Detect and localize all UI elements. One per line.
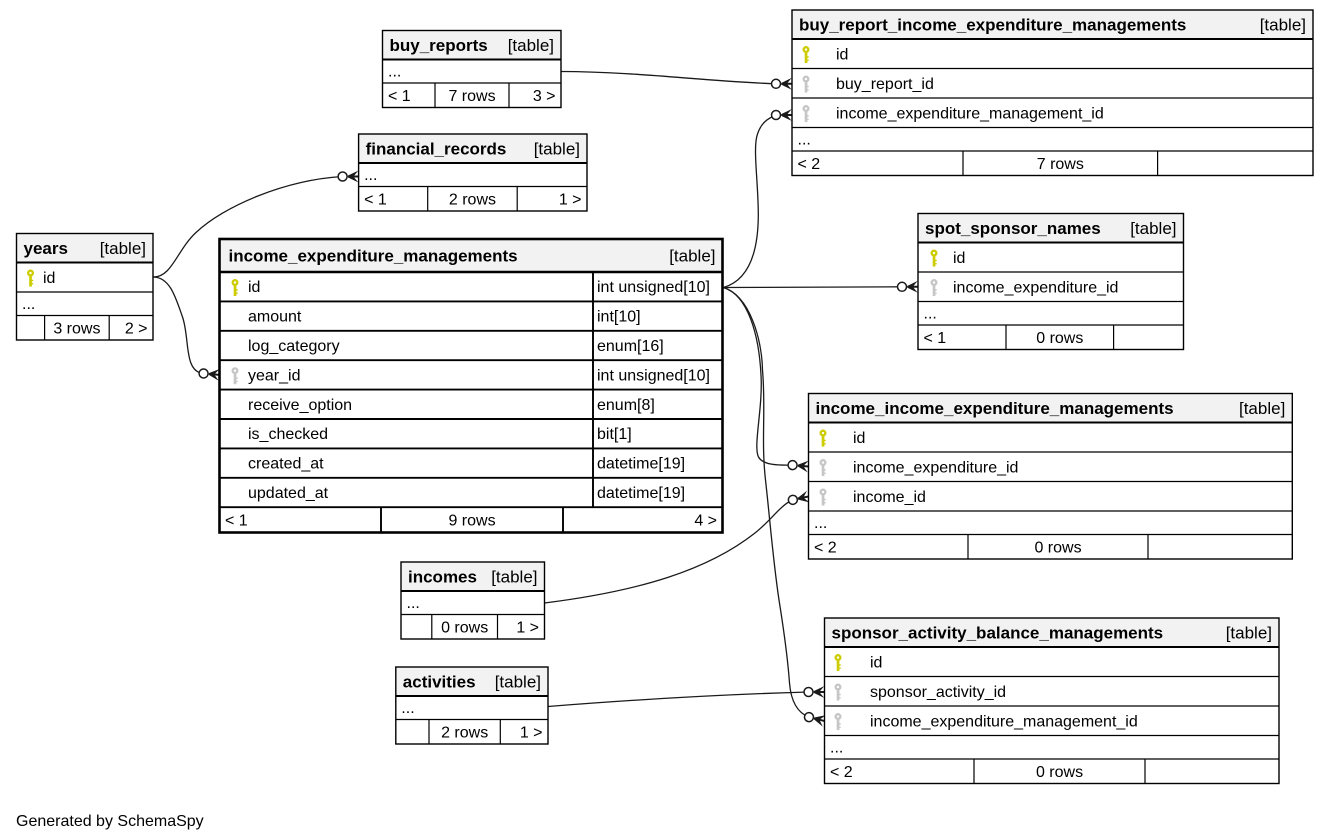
svg-text:[table]: [table] — [534, 140, 580, 159]
svg-text:< 1: < 1 — [225, 512, 248, 529]
svg-text:...: ... — [364, 167, 377, 184]
svg-text:buy_report_income_expenditure_: buy_report_income_expenditure_management… — [799, 16, 1186, 35]
svg-text:[table]: [table] — [508, 36, 554, 55]
svg-text:Generated by SchemaSpy: Generated by SchemaSpy — [16, 813, 204, 830]
svg-text:...: ... — [407, 595, 420, 612]
svg-text:[table]: [table] — [1130, 219, 1176, 238]
svg-text:[table]: [table] — [1226, 624, 1272, 643]
svg-text:income_id: income_id — [853, 489, 926, 506]
svg-text:income_expenditure_management_: income_expenditure_management_id — [836, 105, 1104, 122]
svg-text:log_category: log_category — [248, 338, 340, 355]
svg-text:[table]: [table] — [1239, 399, 1285, 418]
svg-text:income_expenditure_id: income_expenditure_id — [853, 459, 1018, 476]
svg-text:id: id — [853, 430, 865, 447]
svg-text:id: id — [870, 654, 882, 671]
svg-text:sponsor_activity_balance_manag: sponsor_activity_balance_managements — [832, 624, 1164, 643]
svg-text:income_expenditure_managements: income_expenditure_managements — [229, 247, 518, 266]
svg-text:buy_reports: buy_reports — [390, 36, 488, 55]
svg-text:updated_at: updated_at — [248, 485, 329, 502]
svg-text:3 >: 3 > — [533, 88, 556, 105]
svg-text:[table]: [table] — [669, 247, 715, 266]
svg-text:0 rows: 0 rows — [1036, 330, 1083, 347]
svg-text:2 rows: 2 rows — [441, 724, 488, 741]
svg-text:0 rows: 0 rows — [1036, 764, 1083, 781]
svg-text:years: years — [24, 239, 68, 258]
svg-text:incomes: incomes — [408, 568, 477, 587]
svg-text:1 >: 1 > — [516, 619, 539, 636]
svg-text:< 2: < 2 — [798, 156, 821, 173]
svg-text:1 >: 1 > — [520, 724, 543, 741]
svg-text:id: id — [836, 46, 848, 63]
svg-text:...: ... — [22, 296, 35, 313]
svg-text:id: id — [43, 270, 55, 287]
svg-text:...: ... — [798, 131, 811, 148]
svg-text:< 1: < 1 — [924, 330, 947, 347]
svg-text:9 rows: 9 rows — [448, 512, 495, 529]
svg-text:year_id: year_id — [248, 367, 300, 384]
svg-text:activities: activities — [403, 673, 476, 692]
svg-text:...: ... — [830, 739, 843, 756]
svg-text:< 2: < 2 — [830, 764, 853, 781]
svg-text:...: ... — [388, 63, 401, 80]
svg-text:[table]: [table] — [491, 568, 537, 587]
svg-text:enum[8]: enum[8] — [597, 397, 655, 414]
svg-text:7 rows: 7 rows — [1037, 156, 1084, 173]
svg-text:sponsor_activity_id: sponsor_activity_id — [870, 684, 1006, 701]
svg-text:enum[16]: enum[16] — [597, 338, 664, 355]
svg-text:2 rows: 2 rows — [449, 191, 496, 208]
svg-text:income_income_expenditure_mana: income_income_expenditure_managements — [816, 399, 1174, 418]
svg-text:...: ... — [814, 515, 827, 532]
svg-text:7 rows: 7 rows — [448, 88, 495, 105]
svg-text:bit[1]: bit[1] — [597, 426, 632, 443]
svg-text:< 1: < 1 — [388, 88, 411, 105]
svg-text:3 rows: 3 rows — [53, 320, 100, 337]
svg-text:int[10]: int[10] — [597, 309, 641, 326]
svg-text:int unsigned[10]: int unsigned[10] — [597, 367, 710, 384]
svg-text:datetime[19]: datetime[19] — [597, 485, 685, 502]
svg-text:...: ... — [401, 700, 414, 717]
svg-text:income_expenditure_id: income_expenditure_id — [953, 279, 1118, 296]
svg-text:[table]: [table] — [100, 239, 146, 258]
svg-text:< 2: < 2 — [814, 539, 837, 556]
svg-text:< 1: < 1 — [364, 191, 387, 208]
svg-text:[table]: [table] — [1260, 16, 1306, 35]
svg-text:...: ... — [924, 305, 937, 322]
svg-text:id: id — [953, 250, 965, 267]
svg-text:income_expenditure_management_: income_expenditure_management_id — [870, 713, 1138, 730]
svg-text:created_at: created_at — [248, 456, 324, 473]
svg-text:0 rows: 0 rows — [1034, 539, 1081, 556]
svg-text:datetime[19]: datetime[19] — [597, 456, 685, 473]
svg-text:spot_sponsor_names: spot_sponsor_names — [925, 219, 1101, 238]
svg-text:2 >: 2 > — [125, 320, 148, 337]
svg-text:1 >: 1 > — [559, 191, 582, 208]
svg-text:0 rows: 0 rows — [441, 619, 488, 636]
svg-text:buy_report_id: buy_report_id — [836, 76, 934, 93]
svg-text:financial_records: financial_records — [366, 140, 507, 159]
svg-text:amount: amount — [248, 309, 302, 326]
svg-text:4 >: 4 > — [694, 512, 717, 529]
svg-text:id: id — [248, 279, 260, 296]
svg-text:receive_option: receive_option — [248, 397, 352, 414]
svg-text:int unsigned[10]: int unsigned[10] — [597, 279, 710, 296]
svg-text:is_checked: is_checked — [248, 426, 328, 443]
svg-text:[table]: [table] — [495, 673, 541, 692]
